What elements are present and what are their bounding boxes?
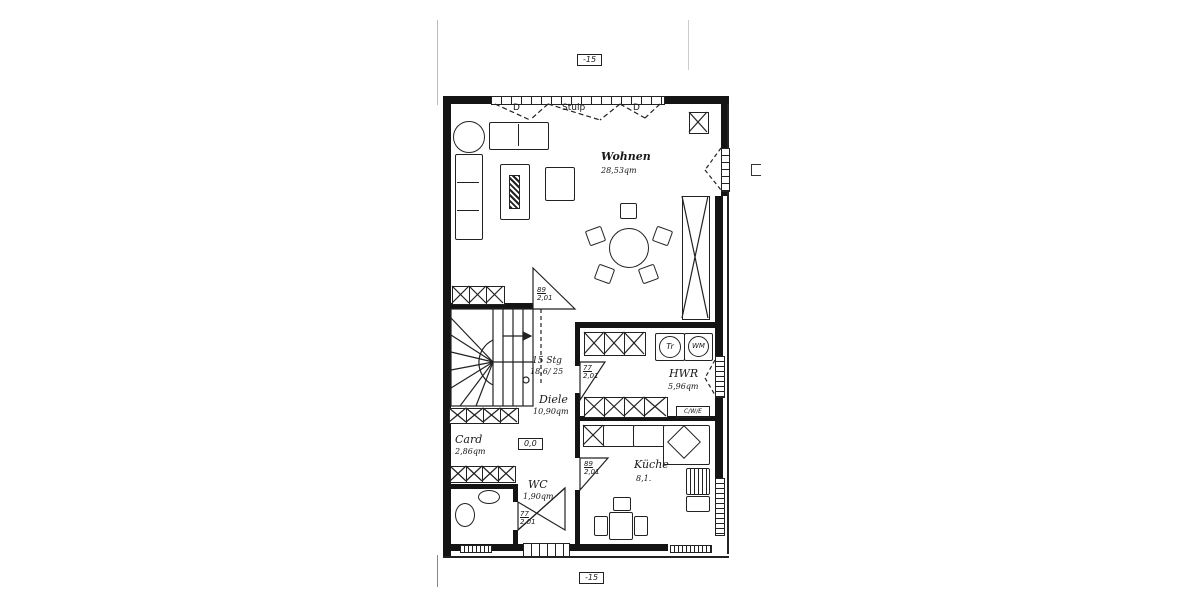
sink <box>686 468 710 495</box>
window-bottom-mid <box>523 543 570 557</box>
wall-wc-right <box>513 484 518 502</box>
toilet-icon <box>455 503 475 527</box>
door-width: 77 <box>520 510 529 518</box>
outer-wall-top-left <box>443 96 491 104</box>
sofa-left-divider-2 <box>457 210 479 212</box>
window-label-stulp: Stulp <box>562 103 586 113</box>
level-marker-top: -15 <box>577 54 603 66</box>
side-marker-icon <box>751 164 761 176</box>
coffee-table-pattern <box>509 175 520 209</box>
outer-wall-bottom-mid <box>568 544 668 551</box>
room-label-wohnen: Wohnen <box>601 150 651 163</box>
door-height: 2,01 <box>520 518 536 526</box>
window-kitchen <box>670 545 712 553</box>
kitchen-chair-top <box>613 497 631 511</box>
room-label-diele: Diele <box>539 393 568 406</box>
page-edge-left <box>437 20 438 105</box>
room-label-wc: WC <box>528 478 548 491</box>
fridge <box>686 496 710 512</box>
door-height: 2,01 <box>583 372 599 380</box>
window-right-kitchen <box>715 478 725 536</box>
outer-wall-right-line <box>727 104 729 554</box>
door-height: 2,01 <box>584 468 600 476</box>
wall-card-wc <box>443 484 518 489</box>
room-area-diele: 10,90qm <box>533 407 569 416</box>
stairs-ratio: 18,6/ 25 <box>530 367 564 376</box>
room-area-wc: 1,90qm <box>523 492 554 501</box>
page-edge-right <box>688 20 689 70</box>
room-area-wohnen: 28,53qm <box>601 166 637 175</box>
wall-diele-hwr <box>575 322 580 366</box>
kitchen-chair-right <box>634 516 648 536</box>
wall-wohnen-diele <box>443 303 533 309</box>
door-size-kueche: 89 2,01 <box>584 460 600 476</box>
door-size-wohnen: 89 2,01 <box>537 286 553 302</box>
kitchen-table <box>609 512 633 540</box>
room-area-kueche: 8,1. <box>636 474 652 483</box>
level-marker-center: 0,0 <box>518 438 543 450</box>
washer-icon: WM <box>688 336 709 357</box>
window-right-wohnen <box>721 148 730 192</box>
wall-hwr-kueche <box>575 416 721 421</box>
door-size-hwr: 77 2,01 <box>583 364 599 380</box>
room-label-hwr: HWR <box>669 367 699 380</box>
outer-wall-left <box>443 96 451 558</box>
door-width: 89 <box>584 460 593 468</box>
sofa-left <box>455 154 483 240</box>
outer-wall-top-right <box>663 96 729 104</box>
wall-kueche-left <box>575 490 580 548</box>
window-wc <box>460 545 492 553</box>
room-label-card: Card <box>455 433 483 446</box>
window-label-door-right: D <box>633 103 640 113</box>
washbasin-icon <box>478 490 500 504</box>
armchair <box>545 167 575 201</box>
window-label-door-left: D <box>513 103 520 113</box>
outer-wall-right-top <box>721 96 729 196</box>
dryer-icon: Tr <box>659 336 681 358</box>
wall-diele-hwr-2 <box>575 393 580 458</box>
outer-wall-bottom-line <box>443 556 729 558</box>
kitchen-counter-4 <box>663 425 710 465</box>
kitchen-chair-left <box>594 516 608 536</box>
sofa-top-divider <box>518 124 520 146</box>
sofa-left-divider-1 <box>457 182 479 184</box>
dining-chair-1 <box>620 203 637 219</box>
window-right-hwr <box>715 356 725 398</box>
page-edge-bottom-left <box>437 555 438 587</box>
door-height: 2,01 <box>537 294 553 302</box>
outer-wall-right-mid <box>715 196 723 356</box>
wall-wohnen-hwr <box>575 322 721 328</box>
level-marker-bottom: -15 <box>579 572 605 584</box>
wall-wc-right-2 <box>513 530 518 548</box>
plant-circle <box>453 121 485 153</box>
room-label-kueche: Küche <box>634 458 669 471</box>
outer-wall-right-bot <box>715 396 723 526</box>
dining-table <box>609 228 649 268</box>
door-width: 77 <box>583 364 592 372</box>
cwe-box: C/W/E <box>676 406 710 418</box>
door-width: 89 <box>537 286 546 294</box>
window-band-top <box>491 96 665 105</box>
room-area-hwr: 5,96qm <box>668 382 699 391</box>
door-size-wc: 77 2,01 <box>520 510 536 526</box>
room-area-card: 2,86qm <box>455 447 486 456</box>
stairs-steps: 15 Stg <box>532 356 562 366</box>
